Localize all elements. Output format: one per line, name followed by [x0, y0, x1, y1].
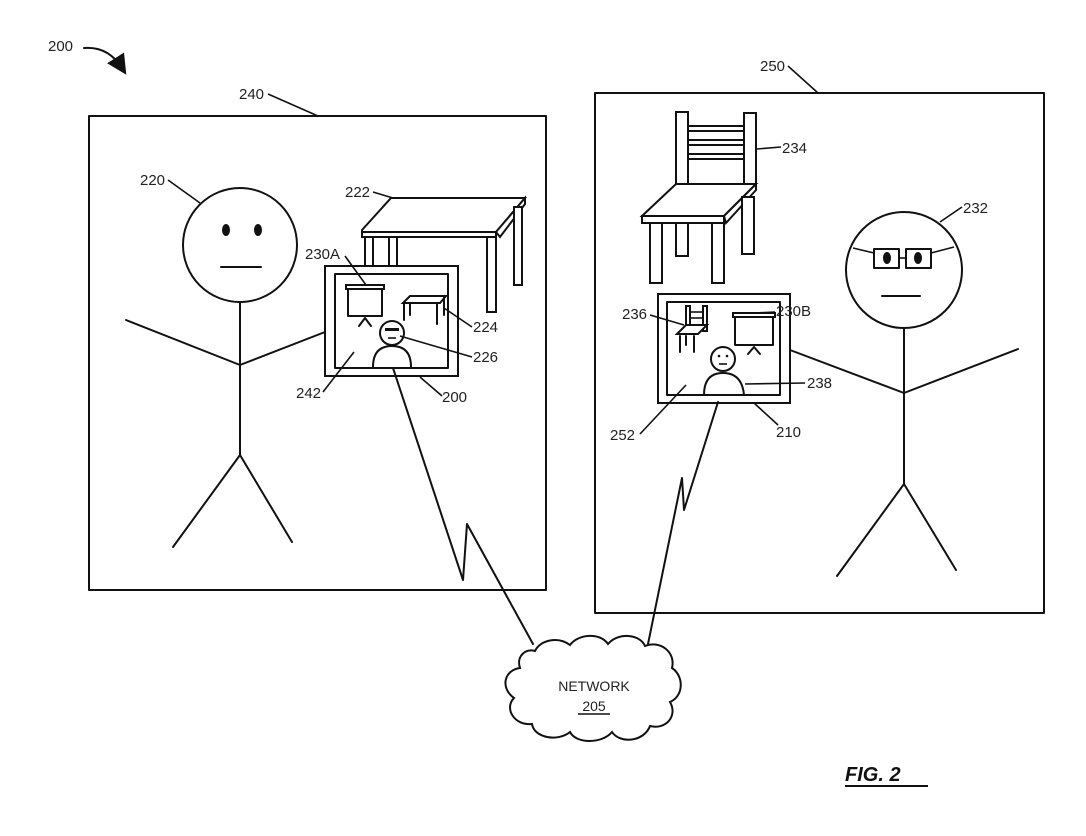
eye-icon — [254, 224, 262, 236]
avatar-ref-label: 238 — [807, 375, 832, 392]
eye-icon — [883, 252, 891, 264]
chair-post — [743, 112, 757, 186]
chair-seat-edge — [641, 215, 725, 224]
device-210 — [657, 293, 791, 404]
table-leg — [513, 206, 523, 286]
device-frame — [657, 293, 791, 404]
chair-post — [675, 111, 689, 185]
real-object-ref-label: 234 — [782, 140, 807, 157]
user-head — [845, 211, 963, 329]
user-232-figure — [789, 211, 1019, 577]
wireless-link-right — [647, 401, 719, 645]
avatar-body — [703, 372, 745, 396]
leader-line — [443, 307, 473, 328]
projector-stand — [747, 346, 761, 355]
leader-line — [753, 402, 779, 426]
leader-line — [322, 351, 355, 393]
environment-frame-right — [594, 92, 1045, 614]
leader-line — [344, 255, 367, 286]
environment-250: 250 234 — [594, 58, 1045, 614]
environment-ref-label: 240 — [239, 86, 264, 103]
glasses-icon — [385, 328, 399, 331]
device-screen-ref-label: 242 — [296, 385, 321, 402]
chair-leg — [711, 222, 725, 284]
left-leg — [172, 454, 241, 548]
environment-ref-label: 250 — [760, 58, 785, 75]
rendered-object-ref-label: 224 — [473, 319, 498, 336]
projector-stand — [358, 317, 372, 327]
virtual-object-ref-label: 230B — [776, 303, 811, 320]
environment-240: 240 220 222 — [88, 86, 547, 591]
user-ref-label: 220 — [140, 172, 165, 189]
eye-icon — [222, 224, 230, 236]
leader-line — [939, 206, 963, 223]
network-ref-label: 205 — [582, 698, 606, 714]
device-ref-label: 200 — [442, 389, 467, 406]
user-head — [182, 187, 298, 303]
left-arm — [789, 349, 905, 394]
eye-icon — [717, 354, 721, 358]
chair-seat-side — [722, 181, 757, 226]
eye-icon — [725, 354, 729, 358]
avatar-ref-label: 226 — [473, 349, 498, 366]
leader-line — [399, 335, 473, 358]
leader-line — [756, 146, 782, 150]
device-screen-ref-label: 252 — [610, 427, 635, 444]
chair-leg — [741, 196, 755, 255]
leader-line — [744, 382, 806, 385]
device-200 — [324, 265, 459, 377]
projector-screen-icon — [734, 316, 774, 346]
leader-line — [372, 191, 394, 199]
device-screen — [334, 273, 449, 369]
chair-234 — [639, 111, 759, 284]
right-leg — [239, 454, 293, 543]
leader-line — [787, 65, 819, 94]
network-cloud: NETWORK 205 — [504, 634, 682, 742]
system-ref-arrow — [83, 46, 127, 75]
device-screen — [666, 301, 781, 396]
right-arm — [903, 348, 1019, 394]
projector-screen-icon — [347, 288, 383, 317]
chair-rail — [687, 153, 745, 160]
leader-line — [267, 93, 319, 117]
leader-line — [649, 314, 685, 326]
mini-chair-seat — [674, 324, 710, 335]
mini-table-top — [400, 295, 449, 304]
device-ref-label: 210 — [776, 424, 801, 441]
glasses-arm — [930, 246, 955, 254]
avatar-body — [372, 345, 412, 368]
avatar-head — [710, 346, 736, 372]
left-leg — [836, 483, 905, 577]
chair-rail — [687, 139, 745, 146]
real-object-ref-label: 222 — [345, 184, 370, 201]
figure-title: FIG. 2 — [845, 764, 901, 786]
leader-line — [754, 311, 776, 314]
user-ref-label: 232 — [963, 200, 988, 217]
chair-rail — [687, 125, 745, 132]
leader-line — [419, 376, 443, 397]
right-leg — [903, 483, 957, 571]
network-label: NETWORK — [558, 678, 630, 694]
wireless-link-left — [392, 367, 534, 645]
right-arm — [239, 331, 326, 366]
left-arm — [125, 319, 241, 366]
rendered-object-ref-label: 236 — [622, 306, 647, 323]
leader-line — [167, 179, 201, 204]
chair-leg — [675, 222, 689, 257]
chair-leg — [649, 222, 663, 284]
table-edge — [361, 231, 497, 238]
virtual-object-ref-label: 230A — [305, 246, 340, 263]
system-ref-label: 200 — [48, 38, 73, 55]
user-220-figure — [125, 187, 326, 548]
glasses-arm — [852, 247, 875, 254]
cloud-shape — [504, 634, 682, 742]
table-leg — [486, 236, 497, 313]
leader-line — [639, 384, 687, 435]
eye-icon — [914, 252, 922, 264]
